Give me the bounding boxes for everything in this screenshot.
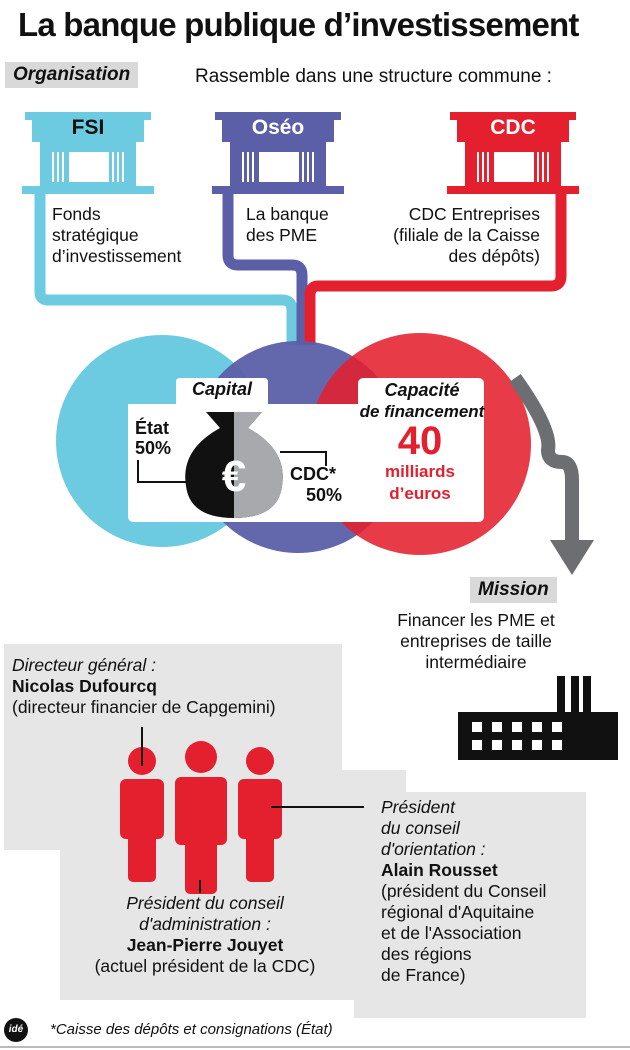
pca-role-2: d'administration : [139,914,271,934]
organisation-tag: Organisation [5,62,139,88]
pco-note: de France) [381,965,466,985]
pco-name: Alain Rousset [381,860,498,880]
etat-label: État [135,418,170,438]
desc-line: d’investissement [52,246,182,266]
cdc-description: CDC Entreprises (filiale de la Caisse de… [393,204,540,267]
cdc-label: CDC [490,116,536,139]
oseo-building-icon [212,112,344,194]
desc-line: stratégique [52,225,139,245]
desc-line: La banque [246,204,329,224]
capital-label: Capital [191,379,252,399]
mission-line: Financer les PME et [397,610,555,630]
desc-line: des PME [246,225,317,245]
pco-note: et de l'Association [381,923,522,943]
desc-line: CDC Entreprises [408,204,540,224]
pco-role: d'orientation : [381,839,486,859]
desc-line: des dépôts) [448,246,540,266]
capacity-unit: milliards [385,462,455,481]
pca-role: Président du conseil [126,893,284,913]
leader-lines [141,727,364,893]
pca-block: Président du conseil d'administration : … [70,893,340,977]
pco-note: des régions [381,944,472,964]
svg-text:€: € [222,452,246,501]
capacity-unit-2: d’euros [389,484,451,503]
pco-note: régional d'Aquitaine [381,902,535,922]
mission-arrow [509,373,579,545]
etat-leader [137,460,188,483]
oseo-label: Oséo [251,116,305,139]
dg-role: Directeur général : [12,655,156,675]
pco-role: Président [381,797,455,817]
cdc-share-label: CDC* [290,464,337,484]
desc-line: Fonds [52,204,101,224]
mission-text: Financer les PME et entreprises de taill… [360,610,592,673]
factory-icon [458,676,618,760]
money-bag-icon: € [185,412,283,518]
pca-note: (actuel président de la CDC) [94,956,316,976]
bottom-rule [0,1046,630,1048]
oseo-pipe [222,190,308,345]
oseo-description: La banque des PME [246,204,329,246]
capacity-label-2: de financement [359,402,485,421]
footnote: *Caisse des dépôts et consignations (Éta… [50,1021,333,1038]
fsi-pipe [34,190,298,345]
cdc-pipe [304,190,567,345]
fsi-label: FSI [71,116,105,139]
dg-name: Nicolas Dufourcq [12,676,157,696]
desc-line: (filiale de la Caisse [393,225,540,245]
pco-note: (président du Conseil [381,881,547,901]
pco-role: du conseil [381,818,460,838]
ide-logo: idé [4,1018,28,1042]
people-icon [120,741,282,894]
pca-panel [60,770,406,1000]
capacity-value: 40 [397,419,443,463]
mission-line: entreprises de taille [400,631,552,651]
page-title: La banque publique d’investissement [18,6,579,43]
dg-block: Directeur général : Nicolas Dufourcq (di… [12,655,276,718]
pco-panel [354,792,586,1018]
capacity-label: Capacité [384,380,460,400]
cdc-leader [280,451,327,466]
pco-block: Président du conseil d'orientation : Ala… [381,797,546,986]
etat-percent: 50% [135,438,172,458]
dg-note: (directeur financier de Capgemini) [12,697,276,717]
fsi-description: Fonds stratégique d’investissement [52,204,181,267]
cdc-percent: 50% [306,485,343,505]
fsi-building-icon [22,112,154,194]
cdc-building-icon [447,112,579,194]
arrow-head-icon [550,540,594,575]
mission-line: intermédiaire [425,652,527,672]
pca-name: Jean-Pierre Jouyet [126,935,284,955]
mission-tag: Mission [470,577,557,603]
organisation-subtitle: Rassemble dans une structure commune : [195,66,552,87]
